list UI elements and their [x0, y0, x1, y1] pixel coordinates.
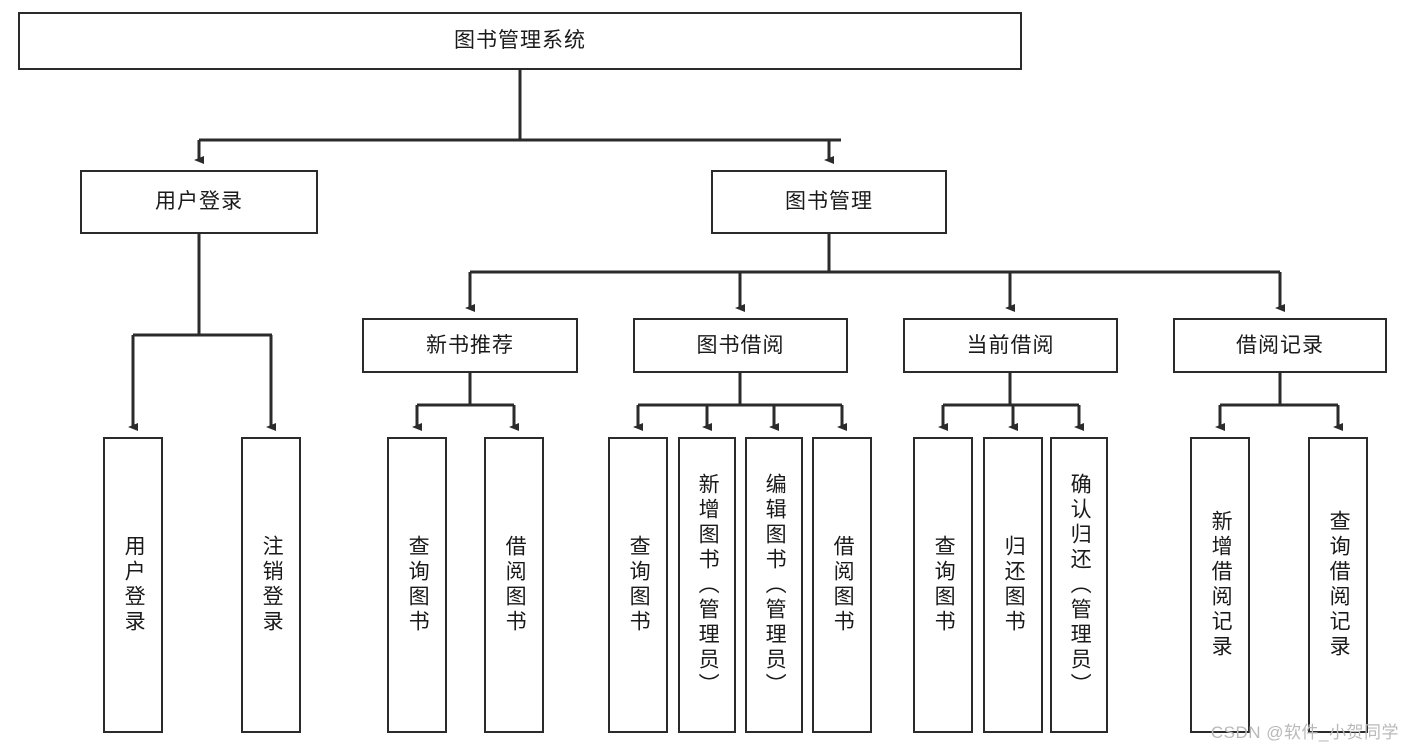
- node-user-login[interactable]: 用户登录: [80, 170, 318, 234]
- leaf-add-book-admin[interactable]: 新增图书（管理员）: [678, 437, 736, 733]
- leaf-query-book-recommend-label: 查询图书: [406, 535, 430, 635]
- leaf-user-login-label: 用户登录: [122, 535, 146, 635]
- leaf-query-book-recommend[interactable]: 查询图书: [387, 437, 447, 733]
- leaf-edit-book-admin[interactable]: 编辑图书（管理员）: [745, 437, 803, 733]
- node-borrow-record[interactable]: 借阅记录: [1173, 318, 1387, 373]
- leaf-add-borrow-record[interactable]: 新增借阅记录: [1190, 437, 1250, 733]
- node-user-login-label: 用户登录: [155, 190, 243, 214]
- node-current-borrow-label: 当前借阅: [966, 333, 1055, 357]
- leaf-edit-book-admin-label: 编辑图书（管理员）: [763, 472, 787, 698]
- leaf-add-book-admin-label: 新增图书（管理员）: [696, 472, 720, 698]
- leaf-logout-label: 注销登录: [260, 535, 284, 635]
- leaf-query-book-borrow-label: 查询图书: [627, 535, 651, 635]
- leaf-borrow-book-recommend-label: 借阅图书: [503, 535, 527, 635]
- leaf-user-login[interactable]: 用户登录: [103, 437, 163, 733]
- node-book-borrow[interactable]: 图书借阅: [633, 318, 848, 373]
- leaf-query-book-borrow[interactable]: 查询图书: [608, 437, 668, 733]
- leaf-query-book-current-label: 查询图书: [932, 535, 956, 635]
- leaf-query-borrow-record-label: 查询借阅记录: [1327, 510, 1351, 660]
- leaf-confirm-return-admin-label: 确认归还（管理员）: [1068, 472, 1092, 698]
- leaf-logout[interactable]: 注销登录: [241, 437, 301, 733]
- node-book-management-label: 图书管理: [785, 190, 873, 214]
- node-borrow-record-label: 借阅记录: [1236, 333, 1324, 357]
- leaf-confirm-return-admin[interactable]: 确认归还（管理员）: [1050, 437, 1108, 733]
- node-root-label: 图书管理系统: [454, 29, 586, 53]
- leaf-borrow-book-label: 借阅图书: [831, 535, 855, 635]
- node-root[interactable]: 图书管理系统: [18, 12, 1022, 70]
- leaf-add-borrow-record-label: 新增借阅记录: [1209, 510, 1233, 660]
- leaf-return-book-label: 归还图书: [1002, 535, 1026, 635]
- node-book-borrow-label: 图书借阅: [696, 333, 785, 357]
- leaf-query-borrow-record[interactable]: 查询借阅记录: [1308, 437, 1368, 733]
- node-new-book-recommend-label: 新书推荐: [426, 333, 514, 357]
- watermark: CSDN @软件_小贺同学: [1210, 723, 1399, 742]
- leaf-return-book[interactable]: 归还图书: [983, 437, 1043, 733]
- node-current-borrow[interactable]: 当前借阅: [903, 318, 1118, 373]
- node-book-management[interactable]: 图书管理: [711, 170, 947, 234]
- node-new-book-recommend[interactable]: 新书推荐: [362, 318, 578, 373]
- leaf-borrow-book[interactable]: 借阅图书: [812, 437, 872, 733]
- leaf-query-book-current[interactable]: 查询图书: [913, 437, 973, 733]
- leaf-borrow-book-recommend[interactable]: 借阅图书: [484, 437, 544, 733]
